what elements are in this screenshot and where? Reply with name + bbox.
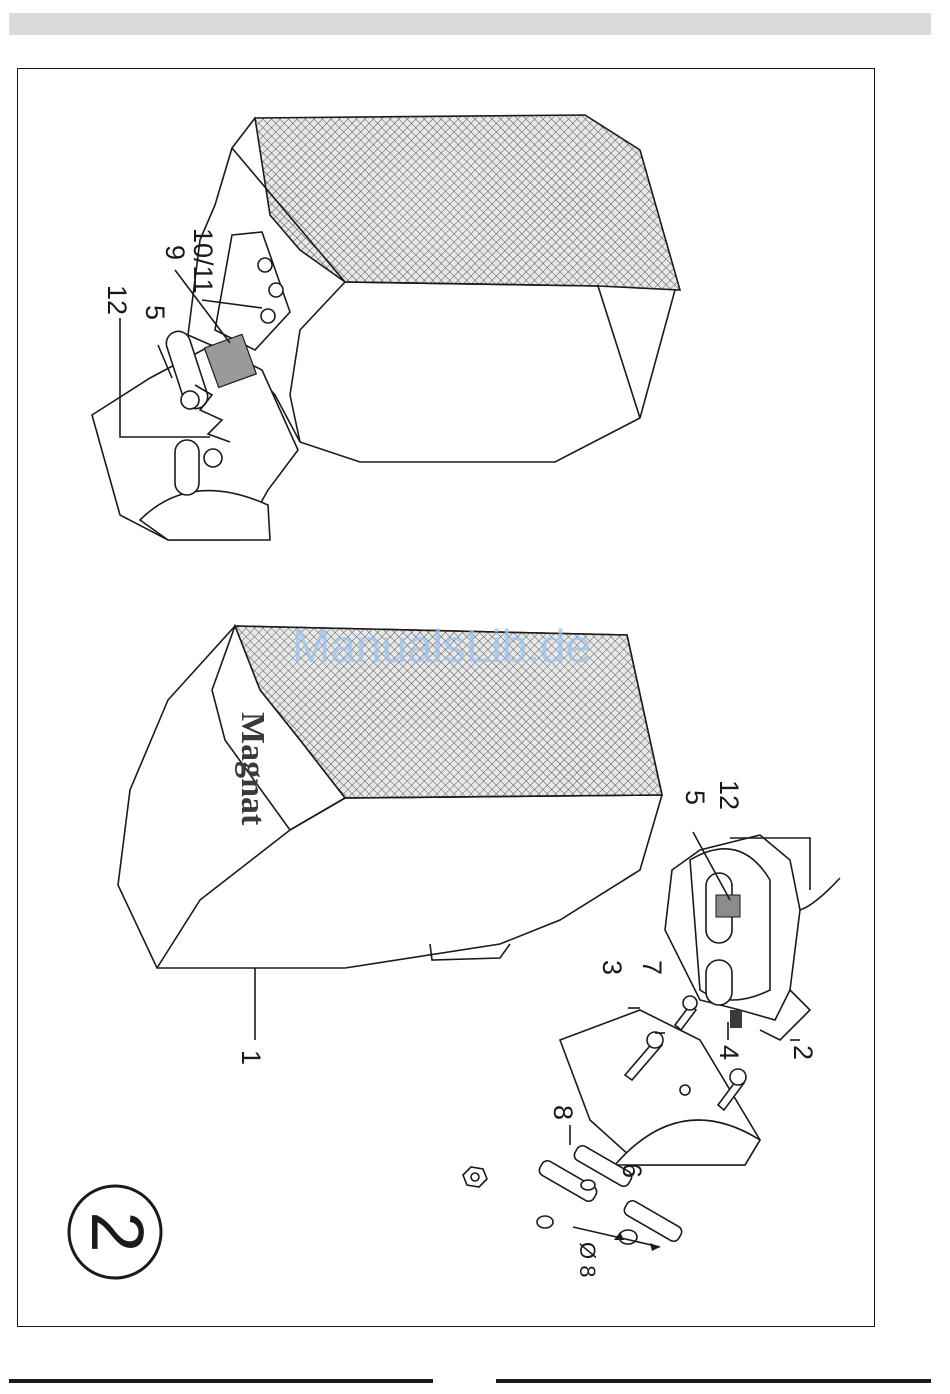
speaker-front-view: Magnat xyxy=(118,626,662,968)
figure-number-badge: 2 xyxy=(69,1186,161,1278)
callout-12-top: 12 xyxy=(102,285,132,315)
callout-8: 8 xyxy=(548,1105,578,1120)
speaker-rear-view xyxy=(92,115,680,540)
callout-9: 9 xyxy=(160,245,190,260)
figure-number: 2 xyxy=(76,1211,159,1252)
brand-logo: Magnat xyxy=(234,712,271,826)
callout-5-bottom: 5 xyxy=(680,790,710,805)
callout-3: 3 xyxy=(597,960,627,975)
callout-5-top: 5 xyxy=(140,305,170,320)
callout-12-bottom: 12 xyxy=(714,780,744,810)
callout-6: 6 xyxy=(617,1163,647,1178)
callout-4: 4 xyxy=(714,1045,744,1060)
callout-10-11: 10/11 xyxy=(188,228,218,294)
callout-7: 7 xyxy=(637,960,667,975)
callout-2: 2 xyxy=(788,1045,818,1060)
watermark: ManualsLib.de xyxy=(292,620,591,672)
dimension-label: Ø 8 xyxy=(575,1242,600,1277)
callout-1: 1 xyxy=(236,1050,266,1065)
